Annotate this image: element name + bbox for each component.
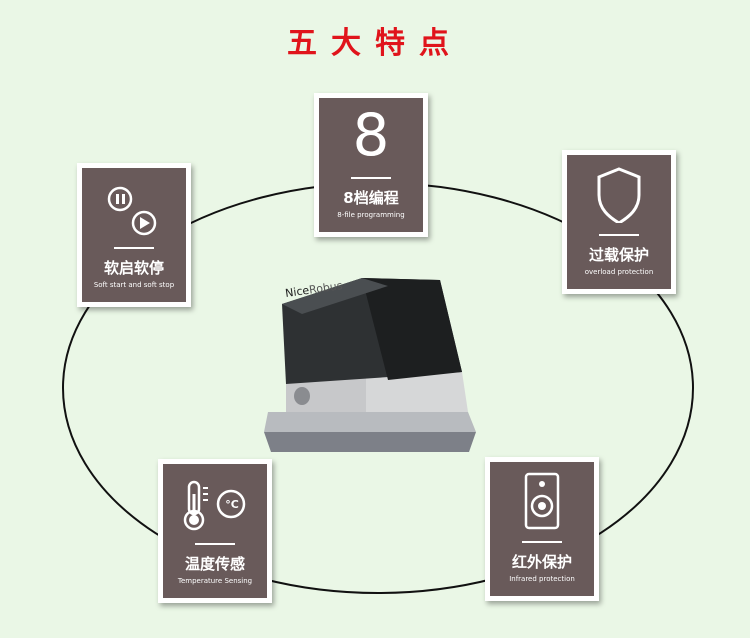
shield-icon — [597, 167, 641, 223]
number-8-icon: 8 — [352, 101, 390, 169]
feature-sublabel: Infrared protection — [509, 575, 575, 583]
divider — [195, 543, 235, 545]
feature-label: 过载保护 — [588, 246, 649, 264]
feature-card-overload: 过载保护 overload protection — [562, 150, 676, 294]
play-pause-icon — [107, 186, 157, 236]
feature-card-soft-start: 软启软停 Soft start and soft stop — [77, 163, 191, 307]
infrared-sensor-icon — [524, 472, 560, 530]
feature-card-temperature: °C 温度传感 Temperature Sensing — [158, 459, 272, 603]
feature-card-infrared: 红外保护 Infrared protection — [485, 457, 599, 601]
feature-label: 温度传感 — [184, 555, 245, 573]
divider — [351, 177, 391, 179]
feature-sublabel: Temperature Sensing — [177, 577, 253, 585]
feature-label: 软启软停 — [103, 259, 164, 277]
feature-sublabel: overload protection — [584, 268, 654, 276]
divider — [522, 541, 562, 543]
celsius-icon: °C — [225, 498, 239, 511]
feature-label: 8档编程 — [343, 189, 399, 207]
feature-label: 红外保护 — [511, 553, 572, 571]
feature-sublabel: Soft start and soft stop — [93, 281, 175, 289]
feature-sublabel: 8-file programming — [337, 211, 405, 219]
thermometer-icon — [183, 480, 246, 531]
page-title: 五大特点 — [287, 26, 463, 61]
gate-motor-image — [264, 278, 476, 452]
divider — [114, 247, 154, 249]
divider — [599, 234, 639, 236]
feature-card-programming: 8 8档编程 8-file programming — [314, 93, 428, 237]
